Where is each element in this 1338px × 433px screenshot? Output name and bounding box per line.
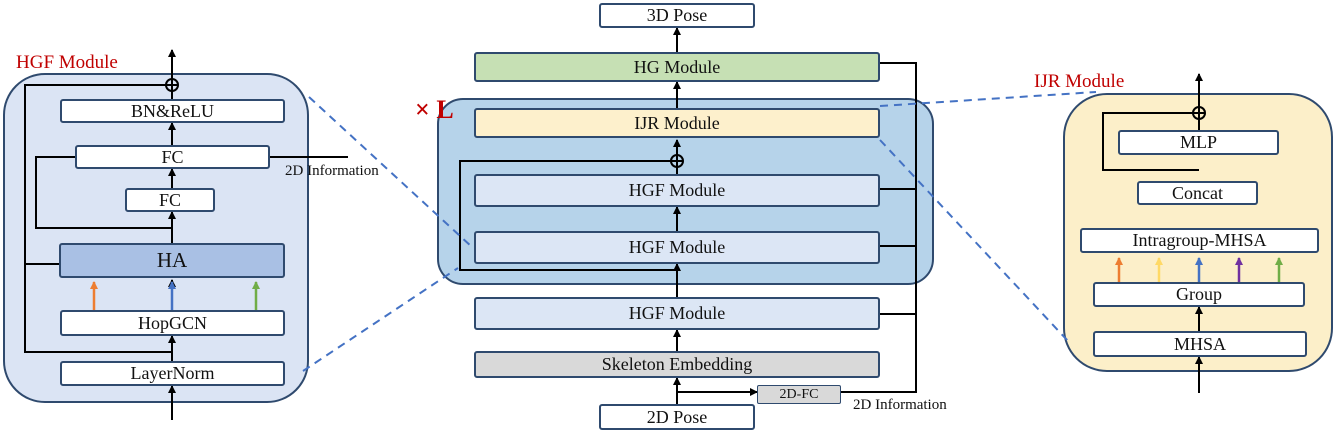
hgf-module-box-1: HGF Module [474,174,880,207]
repeat-times-label: × L [415,95,454,124]
ha-box: HA [59,243,285,278]
fc-bottom-box: FC [125,188,215,212]
hgf-panel-title: HGF Module [16,52,118,73]
pose-2d-box: 2D Pose [599,404,755,430]
center-2d-information-label: 2D Information [853,397,947,413]
bn-relu-box: BN&ReLU [60,99,285,123]
mlp-box: MLP [1118,130,1279,155]
hgf-module-box-2: HGF Module [474,231,880,264]
hgf-2d-information-label: 2D Information [285,163,379,179]
pose-3d-box: 3D Pose [599,3,755,28]
hgf-module-box-3: HGF Module [474,297,880,330]
fc-2d-box: 2D-FC [757,385,841,404]
ijr-module-box: IJR Module [474,108,880,138]
mhsa-box: MHSA [1093,331,1307,357]
fc-top-box: FC [75,145,270,169]
group-box: Group [1093,282,1305,307]
hopgcn-box: HopGCN [60,310,285,336]
ijr-panel-title: IJR Module [1034,71,1125,92]
layernorm-box: LayerNorm [60,361,285,386]
intragroup-mhsa-box: Intragroup-MHSA [1080,228,1319,253]
hgf-detail-panel [3,73,309,403]
hg-module-box: HG Module [474,52,880,82]
skeleton-embedding-box: Skeleton Embedding [474,351,880,378]
concat-box: Concat [1137,181,1258,205]
